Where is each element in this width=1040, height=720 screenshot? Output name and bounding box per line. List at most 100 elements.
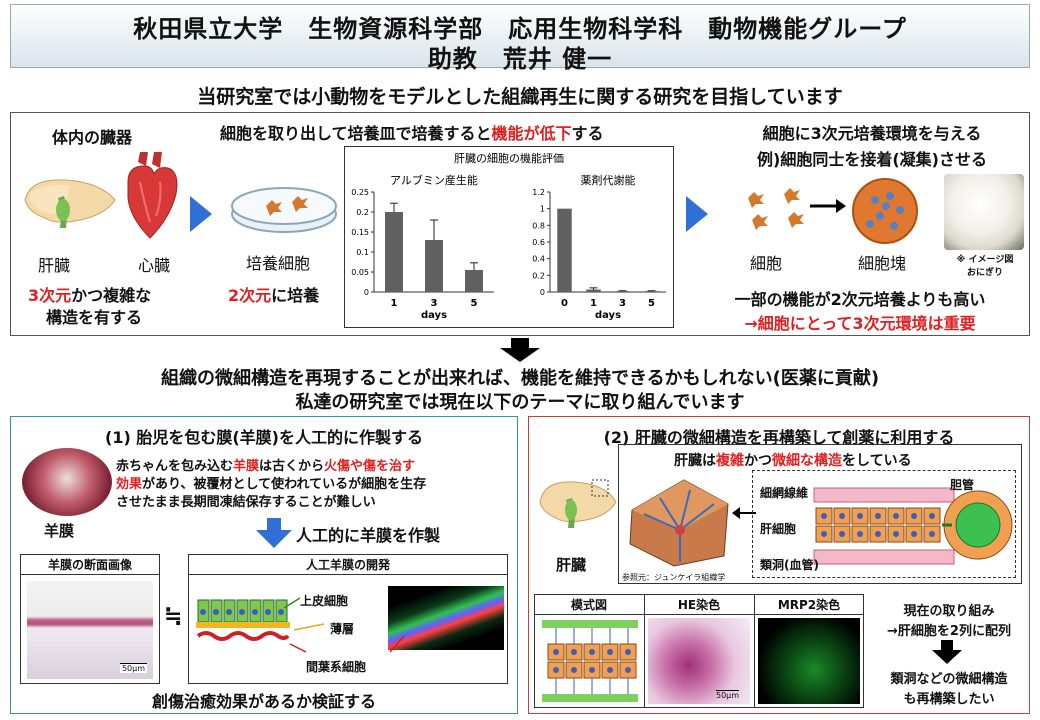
artificial-amnion-title: 人工羊膜の開発: [189, 555, 507, 575]
x-tick-label: 1: [590, 298, 597, 309]
top-section: [10, 112, 1030, 336]
middle-text-1: 組織の微細構造を再現することが出来れば、機能を維持できるかもしれない(医薬に貢献…: [160, 368, 880, 389]
heart-icon: [127, 152, 178, 239]
header-author: 助教 荒井 健一: [427, 45, 613, 73]
current-work-2: →肝細胞を2列に配列: [887, 624, 1011, 639]
chart-subtitle: アルブミン産生能: [390, 173, 478, 187]
current-work-1: 現在の取り組み: [903, 604, 995, 619]
label-reticular: 細網線維: [760, 486, 809, 500]
bar: [644, 291, 659, 292]
header-affiliation: 秋田県立大学 生物資源科学部 応用生物科学科 動物機能グループ: [133, 15, 907, 43]
x-tick-label: 5: [648, 298, 655, 309]
section-image-panel: 羊膜の断面画像 50μm: [20, 554, 160, 684]
section-image-title: 羊膜の断面画像: [21, 555, 159, 575]
panel-divider-2: [644, 594, 645, 708]
x-tick-label: 1: [391, 298, 398, 309]
image-note: ※ イメージ図 おにぎり: [956, 255, 1014, 278]
amnion-photo: [22, 448, 112, 516]
label-heart: 心臓: [138, 256, 171, 275]
theme1-title: (1) 胎児を包む膜(羊膜)を人工的に作製する: [105, 428, 423, 447]
liver-structure-text: 肝臓は複雑かつ微細な構造をしている: [674, 453, 912, 469]
label-amnion: 羊膜: [44, 522, 75, 540]
model-diagram: [542, 620, 638, 702]
structure-detail-box: [752, 470, 1016, 578]
y-tick-label: 1: [540, 205, 545, 214]
theme1-desc: 赤ちゃんを包み込む羊膜は古くから火傷や傷を治す 効果があり、被覆材として使われて…: [116, 459, 427, 510]
header-banner: 秋田県立大学 生物資源科学部 応用生物科学科 動物機能グループ 助教 荒井 健一: [10, 4, 1030, 73]
y-tick-label: 0.2: [532, 271, 545, 280]
y-tick-label: 0.4: [532, 255, 545, 264]
bar: [557, 208, 572, 292]
label-hepatocyte: 肝細胞: [760, 522, 797, 536]
he-stain-image: [648, 618, 750, 704]
label-liver-2: 肝臓: [556, 556, 587, 574]
future-work-2: も再構築したい: [903, 692, 995, 707]
petri-dish-icon: [231, 187, 337, 233]
three-d-text: 3次元かつ複雑な: [28, 286, 152, 305]
liver-icon-2: [539, 479, 617, 528]
model-title: 模式図: [570, 598, 607, 612]
cell-mass-icon: [852, 178, 918, 244]
bar: [586, 289, 601, 292]
y-tick-label: 0.15: [351, 228, 369, 237]
x-axis-label: days: [421, 310, 447, 321]
label-epithelial: 上皮細胞: [300, 594, 349, 608]
theme1-box: [10, 416, 518, 714]
theme2-box: [528, 416, 1030, 714]
two-d-text: 2次元に培養: [228, 286, 320, 305]
future-work-1: 類洞などの微細構造: [890, 672, 1008, 687]
arrow-right-icon-2: [686, 196, 708, 232]
y-tick-label: 0.1: [356, 248, 369, 257]
culture-text: 細胞を取り出して培養皿で培養すると機能が低下する: [220, 124, 604, 143]
panel-divider: [534, 614, 864, 615]
arrow-right-icon: [190, 196, 212, 232]
x-tick-label: 3: [619, 298, 626, 309]
arrow-down-icon-2: [932, 640, 962, 664]
cells-icon: [748, 188, 804, 230]
y-tick-label: 1.2: [532, 188, 545, 197]
right-text-2: 例)細胞同士を接着(凝集)させる: [757, 150, 987, 169]
label-sinusoid: 類洞(血管): [760, 558, 819, 572]
arrow-black-icon: [810, 199, 846, 213]
intro-text: 当研究室では小動物をモデルとした組織再生に関する研究を目指しています: [197, 86, 843, 108]
liver-icon: [24, 179, 116, 228]
x-tick-label: 3: [431, 298, 438, 309]
onigiri-image: [944, 174, 1024, 250]
mrp2-stain-image: [758, 618, 860, 704]
y-tick-label: 0.25: [351, 188, 369, 197]
reference-text: 参照元：ジュンケイラ組織学: [622, 573, 726, 582]
bar: [465, 270, 483, 292]
label-cell-mass: 細胞塊: [858, 254, 907, 273]
label-thin: 薄層: [330, 622, 355, 636]
three-d-text-2: 構造を有する: [46, 308, 143, 327]
conclusion-2: →細胞にとって3次元環境は重要: [744, 314, 976, 333]
y-tick-label: 0.8: [532, 221, 545, 230]
organs-title: 体内の臓器: [52, 128, 133, 147]
y-tick-label: 0.05: [351, 268, 369, 277]
bar: [385, 212, 403, 292]
x-tick-label: 5: [471, 298, 478, 309]
arrow-left-icon: [732, 507, 756, 519]
label-cultured-cells: 培養細胞: [246, 254, 311, 273]
x-axis-label: days: [595, 310, 621, 321]
middle-text-2: 私達の研究室では現在以下のテーマに取り組んでいます: [295, 392, 745, 413]
y-tick-label: 0: [540, 288, 545, 297]
fluorescence-image: [388, 586, 504, 650]
bar: [425, 240, 443, 292]
theme2-title: (2) 肝臓の微細構造を再構築して創薬に利用する: [603, 428, 955, 447]
he-scale-bar: 50μm: [716, 690, 740, 700]
amnion-diagram: [196, 599, 290, 641]
bar: [615, 291, 630, 292]
arrow-down-icon: [500, 338, 540, 362]
label-cell: 細胞: [750, 254, 783, 273]
y-tick-label: 0: [364, 288, 369, 297]
label-liver: 肝臓: [38, 256, 71, 275]
x-tick-label: 0: [561, 298, 568, 309]
mrp2-title: MRP2染色: [777, 598, 841, 612]
label-mesenchymal: 間葉系細胞: [306, 660, 367, 674]
chart-title: 肝臓の細胞の機能評価: [454, 151, 564, 165]
approx-symbol: ≒: [164, 604, 183, 629]
label-bile-duct: 胆管: [950, 478, 975, 492]
liver-structure-panel: [618, 444, 1022, 584]
